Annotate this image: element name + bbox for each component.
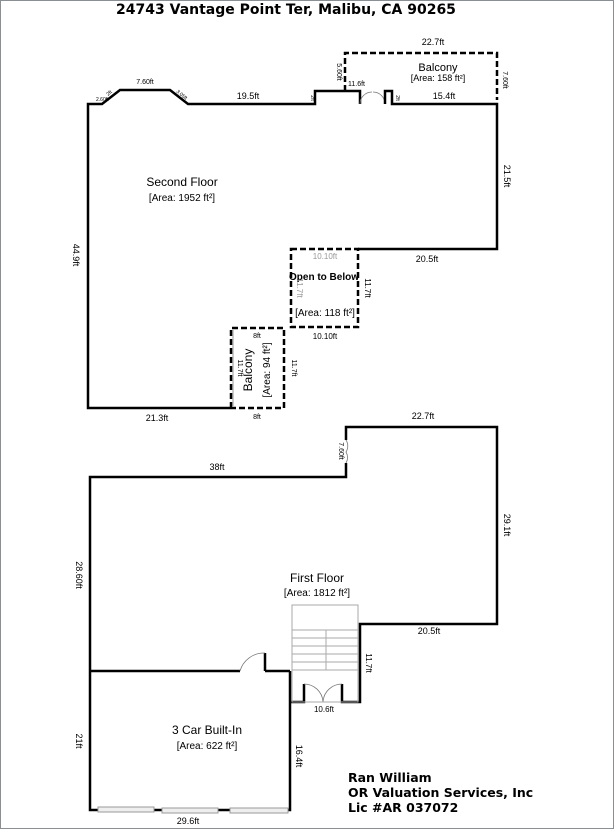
dim-label: 10.6ft [314,705,335,714]
second-floor-area: [Area: 1952 ft²] [149,193,215,204]
dim-label: 2ft [309,95,315,101]
open-to-below-area: [Area: 118 ft²] [295,308,355,319]
first-floor-label: First Floor [290,571,344,585]
dim-label: 19.5ft [237,91,260,101]
dim-label: 8ft [253,333,261,340]
balcony-top-outline [343,51,499,100]
dim-label: 11.7ft [290,360,297,377]
appraiser-license: Lic #AR 037072 [348,800,458,815]
second-floor-label: Second Floor [146,175,217,189]
dim-label: 11.6ft [348,81,365,88]
staircase [291,604,359,703]
balcony-small-outline [229,326,286,410]
open-to-below-label: Open to Below [289,272,359,283]
dim-label: 20.5ft [416,254,439,264]
dim-label: 22.7ft [422,37,445,47]
garage-windows [97,806,289,814]
dim-label: 38ft [209,462,225,472]
balcony-small-label: Balcony [241,349,255,392]
dim-label: 8ft [253,414,261,421]
dim-label: 11.7ft [236,360,243,377]
dim-label: 7.60ft [337,442,344,460]
first-floor-area: [Area: 1812 ft²] [284,588,350,599]
dim-label: 15.4ft [433,91,456,101]
dim-label: 21.5ft [502,165,512,188]
garage-area: [Area: 622 ft²] [177,741,238,752]
dim-label: 11.7ft [363,278,372,298]
dim-label: 44.9ft [71,244,81,267]
dim-label: 7.60ft [501,71,508,89]
address-title: 24743 Vantage Point Ter, Malibu, CA 9026… [116,2,456,18]
first-floor-outline [88,425,499,812]
balcony-top-label: Balcony [418,62,458,74]
balcony-small-area: [Area: 94 ft²] [262,342,273,397]
dim-label: 22.7ft [412,411,435,421]
dim-label: 11.7ft [364,653,373,673]
dim-label: 10.10ft [313,252,338,261]
dim-label: 2ft [105,89,114,98]
appraiser-company: OR Valuation Services, Inc [348,785,533,800]
dim-label: 2.60ft [96,97,109,103]
second-floor-outline [86,88,499,410]
dim-label: 28.60ft [74,561,84,589]
garage-label: 3 Car Built-In [172,723,242,737]
dim-label: 2ft [394,95,400,101]
dim-label: 11.7ft [295,278,304,298]
appraiser-name: Ran William [348,770,432,785]
dim-label: 7.60ft [136,79,154,86]
balcony-top-area: [Area: 158 ft²] [411,73,466,83]
dim-label: 21.3ft [146,413,169,423]
dim-label: 29.6ft [177,816,200,826]
dim-label: 20.5ft [418,626,441,636]
dim-label: 16.4ft [294,745,304,768]
dim-label: 10.10ft [313,332,338,341]
dim-label: 29.1ft [502,514,512,537]
dim-label: 21ft [74,733,84,749]
dim-label: 5.60ft [335,63,342,81]
